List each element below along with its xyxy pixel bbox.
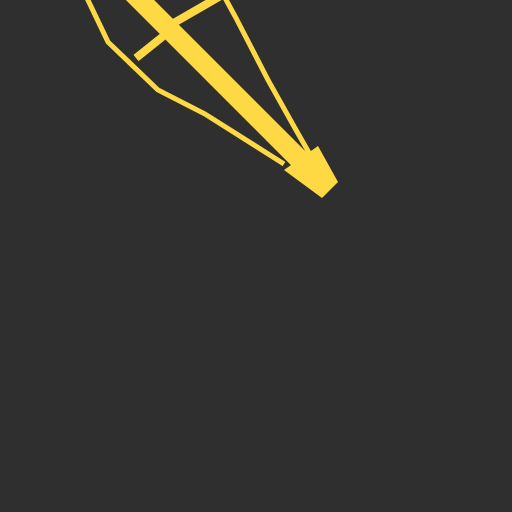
bone-tail-cap	[284, 146, 338, 198]
bone-edge-left	[85, 0, 286, 167]
bone-edge-right	[223, 0, 315, 160]
bone-axis	[125, 0, 326, 186]
